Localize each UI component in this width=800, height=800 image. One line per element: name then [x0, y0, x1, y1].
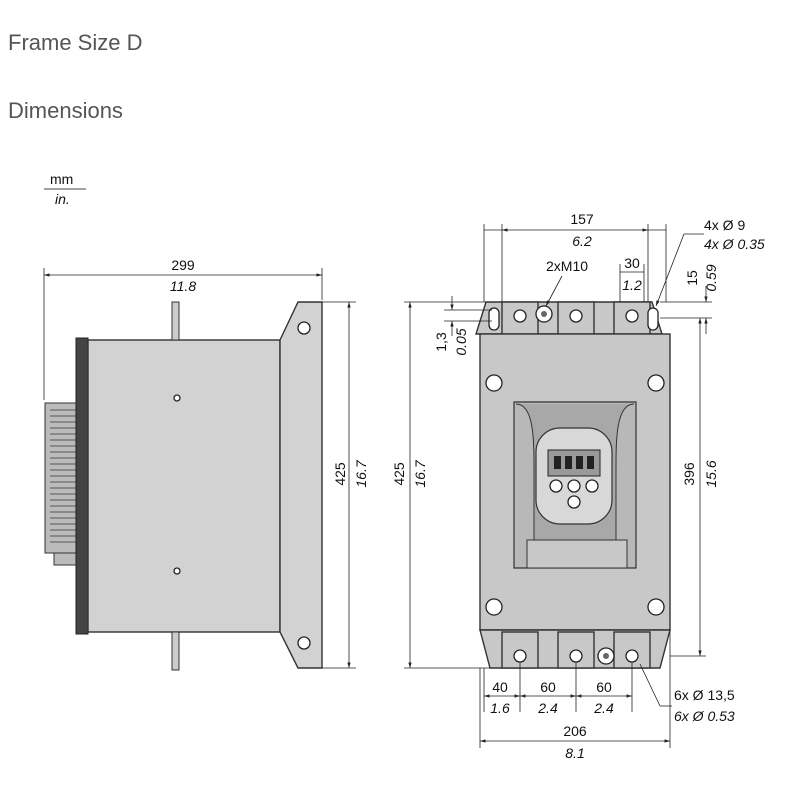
bottom-terminal-block: [479, 629, 671, 669]
bottom-holes-mm: 6x Ø 13,5: [674, 687, 735, 703]
bottom-60a-in: 2.4: [537, 700, 558, 716]
base-width-in: 8.1: [565, 745, 584, 761]
section-subtitle: Dimensions: [8, 98, 123, 123]
bottom-60b-in: 2.4: [593, 700, 614, 716]
page-title: Frame Size D: [8, 30, 143, 55]
top-terminal-post: [171, 301, 180, 341]
mount-height-mm: 396: [681, 462, 697, 486]
heatsink-fins: [44, 402, 79, 566]
front-body: [479, 333, 671, 631]
units-legend: mm in.: [44, 171, 86, 207]
spacing-30-mm: 30: [624, 255, 640, 271]
bottom-terminal-post: [171, 631, 180, 671]
side-view: 299 11.8 425 16.7: [43, 257, 369, 671]
bottom-holes-in: 6x Ø 0.53: [674, 708, 735, 724]
unit-mm-label: mm: [50, 171, 73, 187]
bottom-60a-mm: 60: [540, 679, 556, 695]
keypad-button-left: [549, 479, 563, 493]
top-width-in: 6.2: [572, 233, 592, 249]
top-terminal-block: [475, 301, 663, 335]
bottom-40-in: 1.6: [490, 700, 510, 716]
spacing-30-in: 1.2: [622, 277, 642, 293]
top-holes-mm: 4x Ø 9: [704, 217, 745, 233]
keypad-button-up: [567, 479, 581, 493]
offset-15-mm: 15: [684, 270, 700, 286]
top-holes-in: 4x Ø 0.35: [704, 236, 765, 252]
side-width-in: 11.8: [170, 278, 196, 294]
keypad-button-right: [585, 479, 599, 493]
offset-15-in: 0.59: [703, 264, 719, 291]
side-width-mm: 299: [171, 257, 195, 273]
side-height-mm: 425: [332, 462, 348, 486]
front-view: 425 16.7 1,3 0.05 157 6.2 4x Ø 9 4x Ø 0.…: [391, 211, 765, 761]
bottom-60b-mm: 60: [596, 679, 612, 695]
mount-height-in: 15.6: [703, 460, 719, 487]
top-width-mm: 157: [570, 211, 594, 227]
keypad-button-down: [567, 495, 581, 509]
offset-1-3-in: 0.05: [453, 328, 469, 355]
unit-in-label: in.: [55, 191, 70, 207]
bolt-label: 2xM10: [546, 258, 588, 274]
side-height-in: 16.7: [353, 459, 369, 487]
front-height-mm: 425: [391, 462, 407, 486]
bottom-40-mm: 40: [492, 679, 508, 695]
side-body: [87, 339, 281, 633]
front-cover-edge: [75, 337, 89, 635]
front-height-in: 16.7: [412, 459, 428, 487]
offset-1-3-mm: 1,3: [433, 332, 449, 352]
mounting-plate: [279, 301, 323, 669]
base-width-mm: 206: [563, 723, 587, 739]
